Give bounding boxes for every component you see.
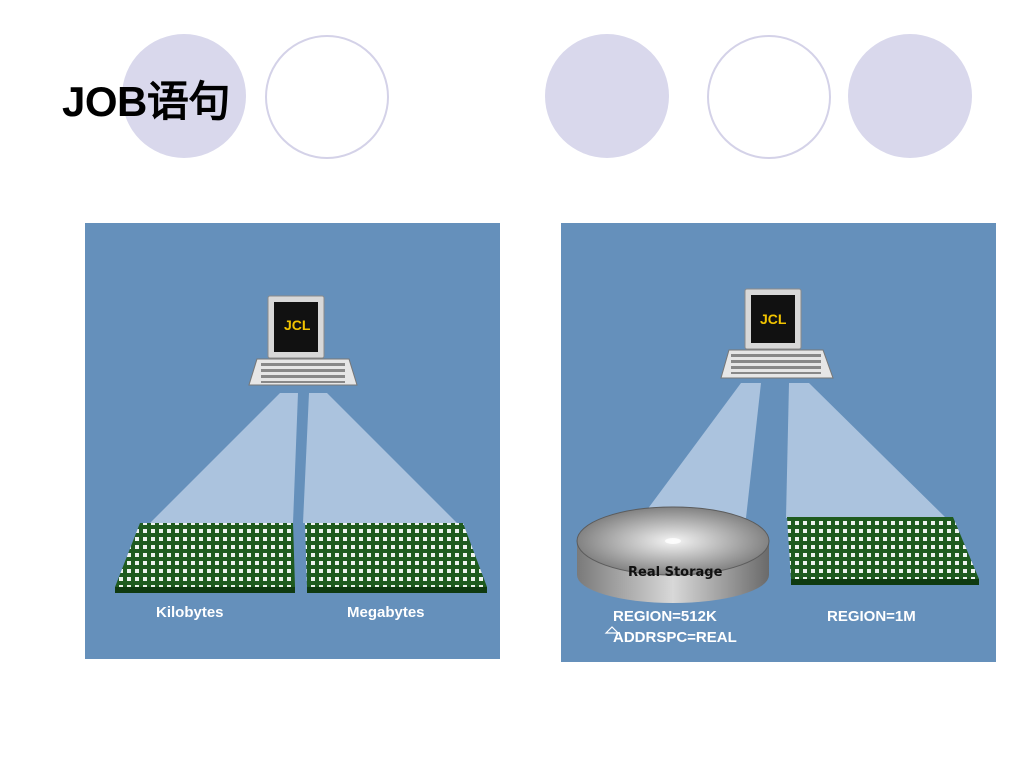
label-kilobytes: Kilobytes: [156, 604, 224, 621]
jcl-screen-text: JCL: [760, 311, 787, 327]
decor-circle-2: [265, 35, 389, 159]
right-diagram: JCL Real Storage REGION=512K ADDRSPC=REA…: [561, 223, 996, 662]
caption-region-512k: REGION=512K: [613, 608, 717, 625]
disk-label: Real Storage: [628, 565, 723, 580]
slide-title: JOB语句: [62, 78, 230, 125]
decor-circle-4: [707, 35, 831, 159]
memory-board-1m: [787, 517, 979, 585]
beam-left: [150, 393, 298, 523]
beam-right: [786, 383, 946, 518]
left-diagram: JCL Kilobytes Megabytes: [85, 223, 500, 659]
cursor-icon: [604, 626, 620, 634]
decor-circle-5: [848, 34, 972, 158]
beam-left: [641, 383, 761, 518]
real-storage-disk: [576, 506, 770, 603]
caption-addrspc-real: ADDRSPC=REAL: [613, 629, 737, 646]
beam-right: [303, 393, 457, 523]
label-megabytes: Megabytes: [347, 604, 425, 621]
decor-circle-3: [545, 34, 669, 158]
memory-board-kilobytes: [115, 523, 295, 593]
decor-circle-1: [122, 34, 246, 158]
jcl-screen-text: JCL: [284, 317, 311, 333]
memory-board-megabytes: [305, 523, 487, 593]
computer-icon: [720, 288, 834, 379]
caption-region-1m: REGION=1M: [827, 608, 916, 625]
computer-icon: [248, 295, 358, 386]
